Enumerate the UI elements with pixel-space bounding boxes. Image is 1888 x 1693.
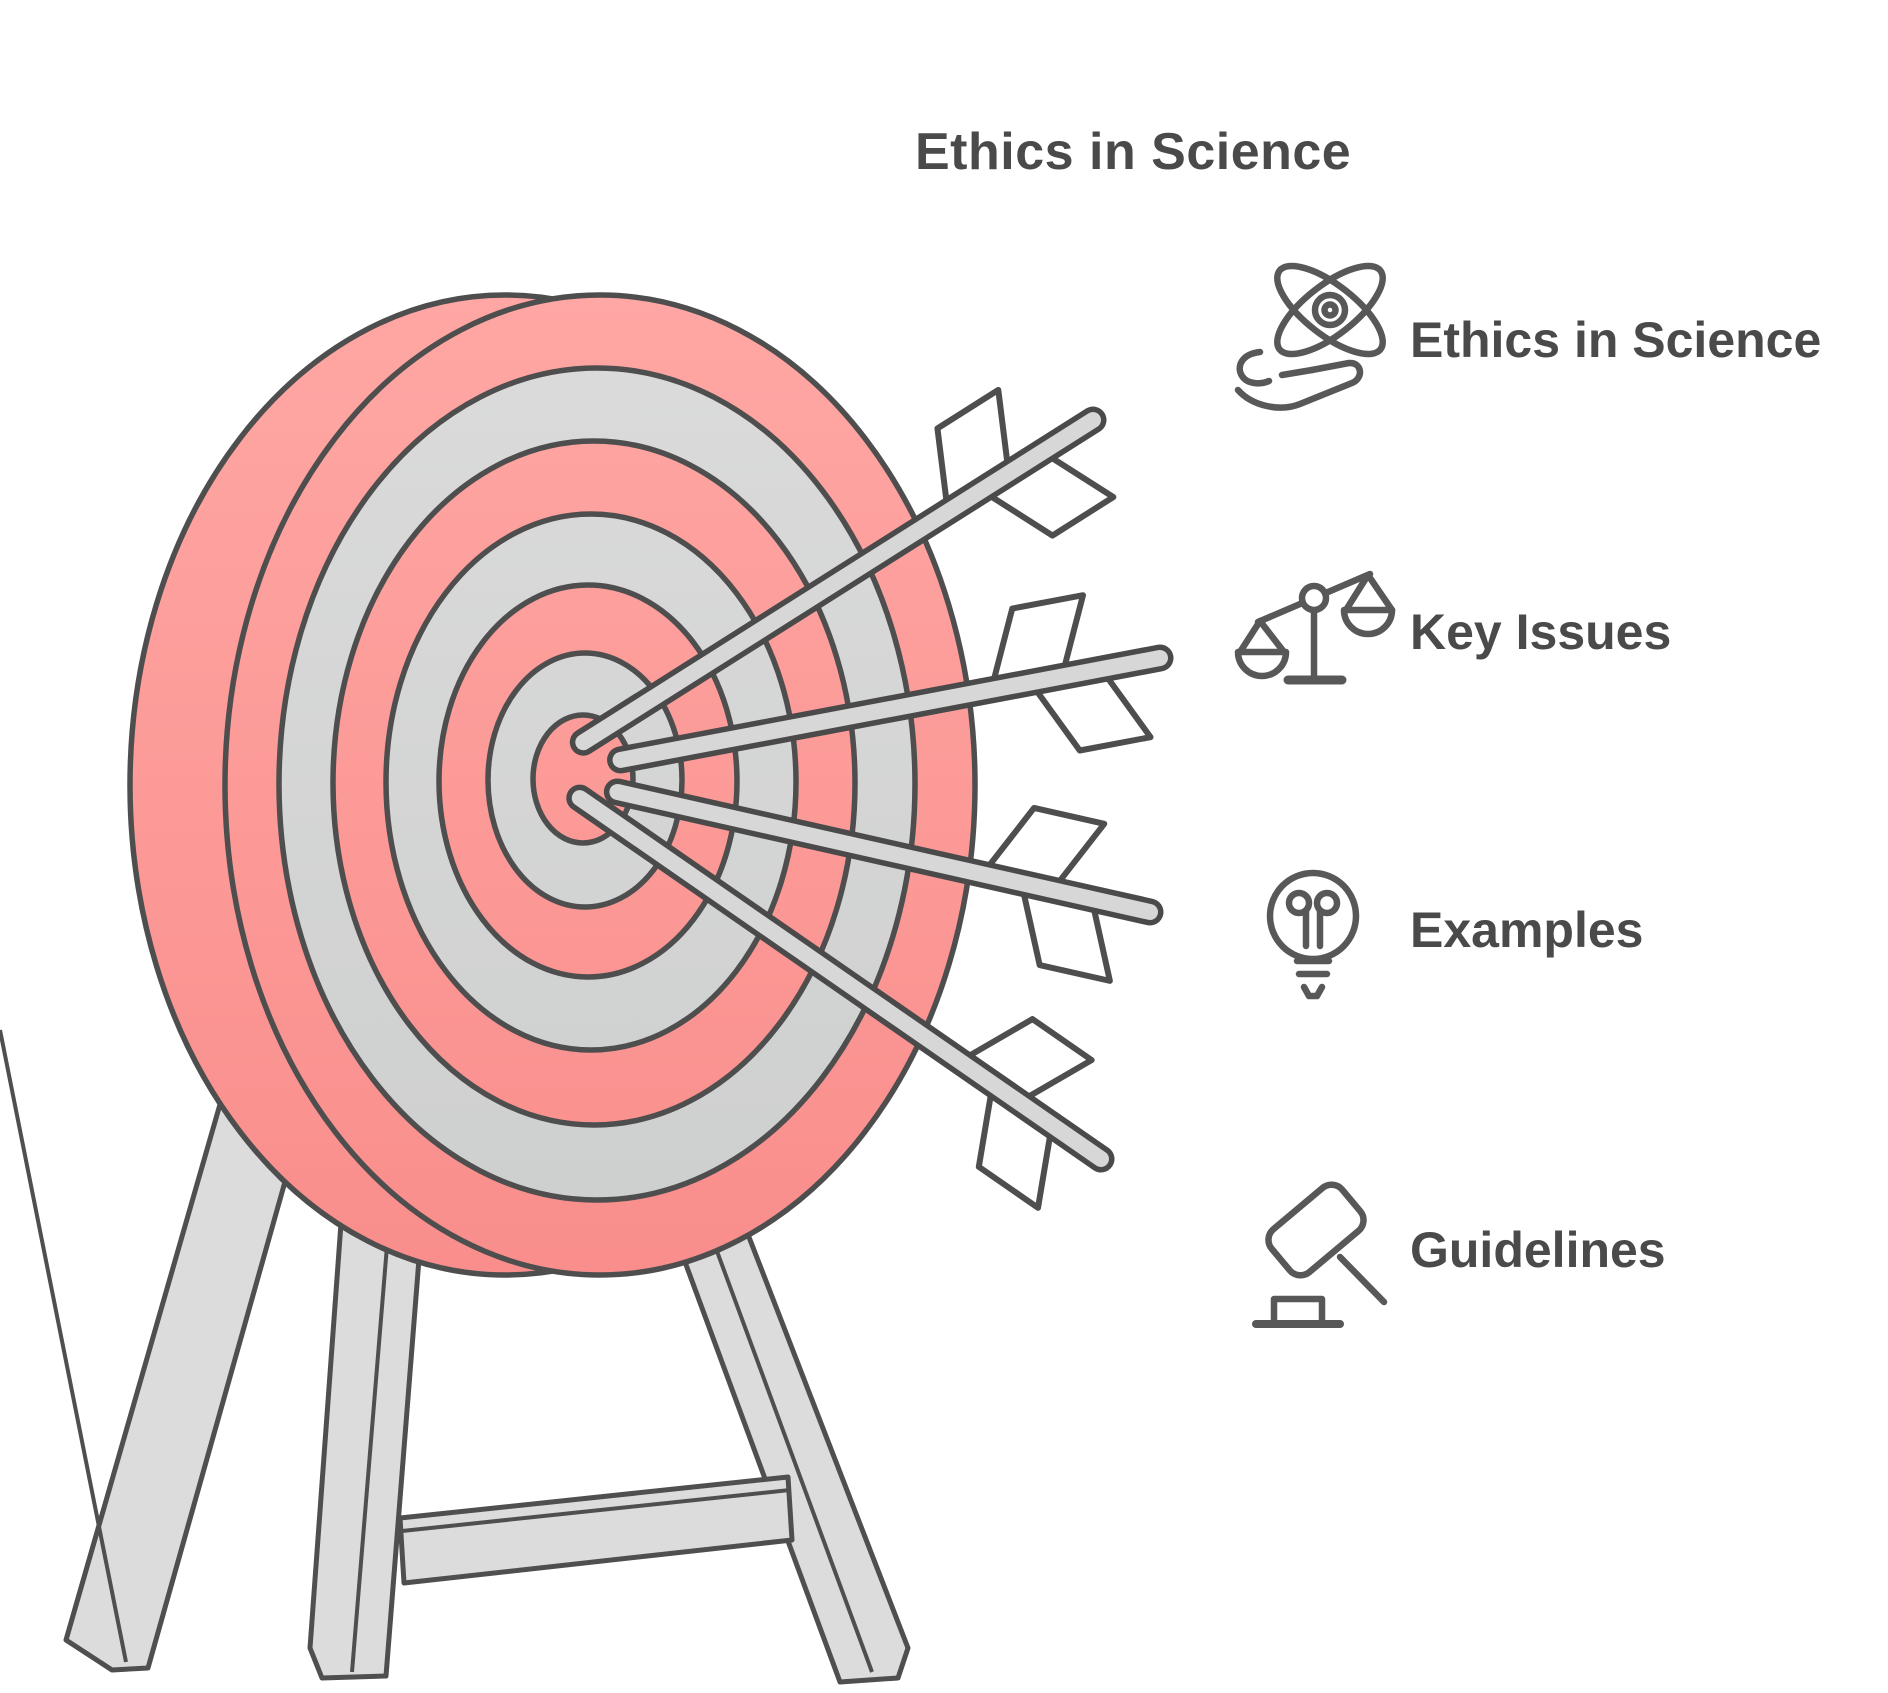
legend-item-key-issues: Key Issues — [1230, 552, 1870, 712]
legend-label-examples: Examples — [1410, 902, 1644, 958]
arrow-blue-shaft-fill — [609, 783, 1158, 920]
atom-in-hand-icon — [1234, 262, 1386, 411]
stand-crossbar — [397, 1474, 795, 1586]
legend-label-guidelines: Guidelines — [1410, 1222, 1666, 1278]
arrow-green — [607, 592, 1174, 774]
legend-item-ethics-in-science: Ethics in Science — [1230, 260, 1870, 420]
legend-label-key-issues: Key Issues — [1410, 604, 1672, 660]
arrow-yellow — [566, 784, 1115, 1211]
balance-scale-icon — [1234, 570, 1396, 685]
legend-item-guidelines: Guidelines — [1230, 1170, 1870, 1330]
arrow-gray — [569, 386, 1117, 756]
legend-label-ethics-in-science: Ethics in Science — [1410, 312, 1822, 368]
arrow-blue — [603, 778, 1164, 984]
arrow-gray-shaft-fill — [575, 412, 1101, 751]
gavel-icon — [1252, 1181, 1388, 1328]
stand-left-leg-edge — [0, 1029, 128, 1663]
stand-crossbar-edge — [401, 1488, 791, 1533]
legend-item-examples: Examples — [1230, 850, 1870, 1010]
lightbulb-icon — [1266, 869, 1360, 1000]
page-title: Ethics in Science — [915, 123, 1352, 181]
arrow-green-shaft-fill — [612, 650, 1168, 768]
archery-target — [127, 292, 978, 1278]
arrow-yellow-shaft-fill — [571, 790, 1109, 1167]
